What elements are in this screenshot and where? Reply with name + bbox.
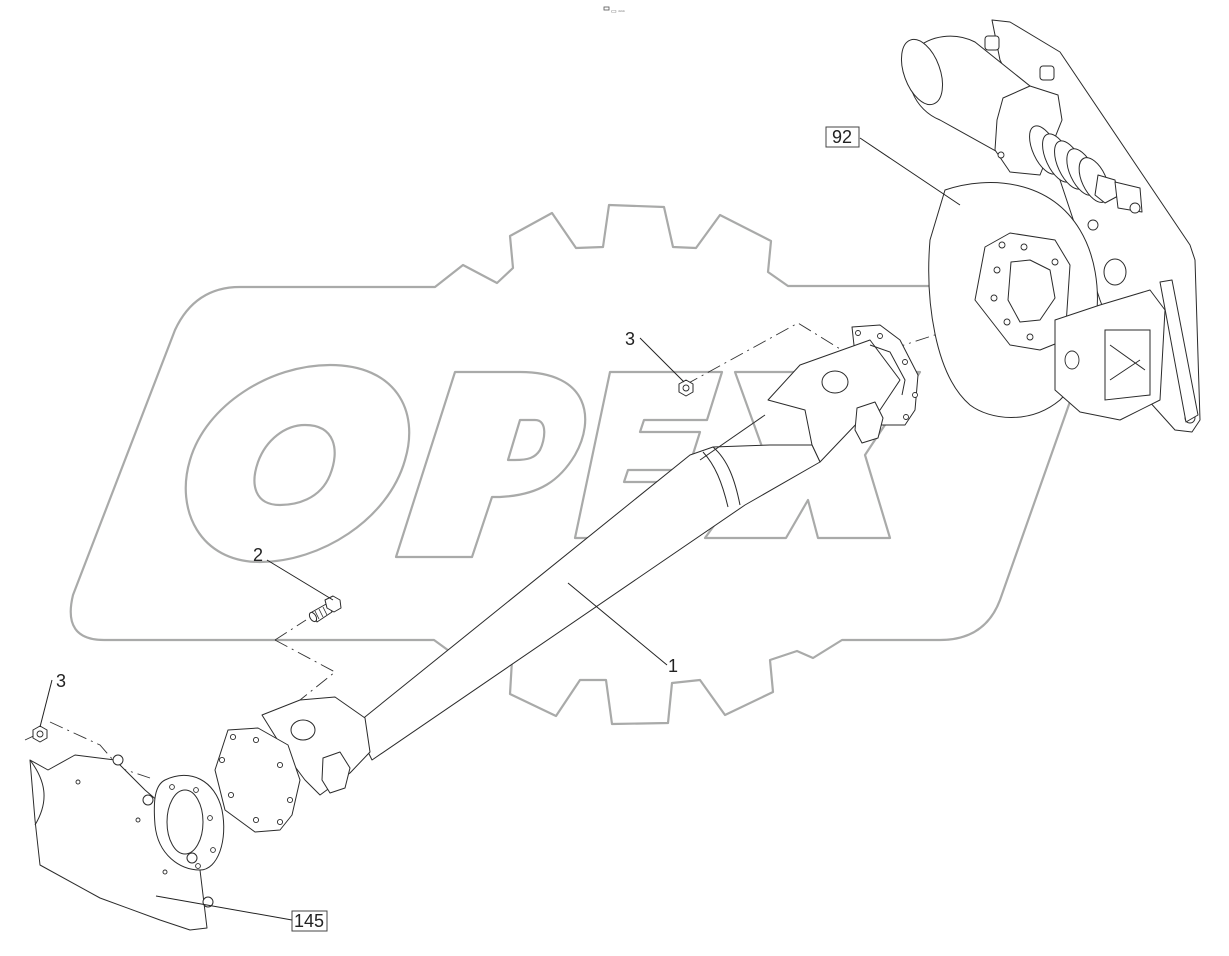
leader-3-lower	[39, 679, 53, 728]
upper-joint-cross-cap	[821, 370, 849, 394]
upper-axis-line	[684, 322, 951, 386]
flange-bolt-holes	[990, 241, 1059, 341]
leader-145	[155, 895, 293, 921]
motor-end-cap	[900, 38, 944, 106]
bolt-head	[324, 595, 342, 613]
upper-joint-yoke	[767, 339, 901, 463]
callout-3-lower: 3	[56, 671, 66, 691]
nut-lower-part-3	[32, 725, 48, 743]
leader-lines	[39, 137, 961, 921]
lower-joint-cross-cap	[290, 719, 316, 741]
lower-flange-holes	[218, 733, 294, 826]
callout-3-upper: 3	[625, 329, 635, 349]
callout-145-box	[291, 910, 328, 932]
housing-plate-holes	[75, 779, 168, 875]
shaft-sleeve-edge	[712, 446, 741, 506]
nut-upper-part-3	[678, 379, 694, 397]
lower-joint-flange	[214, 727, 301, 833]
upper-joint-hex-cap	[854, 401, 884, 444]
bolt-threads	[314, 606, 328, 620]
gearbox-hex-bore	[1007, 259, 1056, 323]
housing-cover-edge	[29, 759, 45, 826]
leader-2	[266, 559, 334, 601]
middle-axis-line	[274, 639, 336, 701]
drive-housing	[29, 754, 225, 931]
upper-joint-ring-lines	[869, 344, 906, 396]
callouts: 3 2 3 1 92 145	[56, 126, 860, 932]
gearbox-bracket	[1054, 289, 1166, 421]
gearbox-assembly	[900, 19, 1201, 433]
leader-3-upper	[639, 337, 685, 383]
bolt-part-2	[308, 595, 342, 623]
gearbox-spring-bellows	[1029, 125, 1119, 204]
nut-upper-bore	[682, 384, 690, 392]
shaft-inner-line	[699, 414, 766, 461]
bracket-hole	[1064, 350, 1080, 370]
watermark-letter-o-inner	[253, 423, 336, 507]
bracket-ribs	[1109, 344, 1146, 381]
gearbox-pivot-roller	[1103, 258, 1127, 286]
clevis-pin	[1129, 202, 1141, 214]
plate-bolts	[984, 35, 1099, 231]
callout-92-box	[825, 126, 860, 148]
page-marker: ▭ ▫▫▫	[603, 6, 625, 15]
housing-hub	[166, 789, 204, 855]
housing-disc-holes	[169, 784, 216, 869]
watermark-letter-p	[394, 370, 587, 559]
leader-1	[567, 582, 668, 666]
callout-145: 145	[291, 910, 328, 932]
nut-lower-bore	[36, 730, 44, 738]
lower-joint-hex-cap	[321, 751, 351, 794]
watermark-letter-p-inner	[506, 418, 546, 462]
lower-universal-joint	[214, 696, 371, 833]
leader-92	[859, 137, 961, 206]
callout-92: 92	[825, 126, 860, 148]
upper-universal-joint	[767, 324, 919, 463]
watermark-letter-o	[184, 363, 411, 564]
callout-2: 2	[253, 545, 263, 565]
page-marker-text: ▭ ▫▫▫	[611, 9, 625, 15]
callout-145-label: 145	[294, 911, 324, 931]
callout-92-label: 92	[832, 127, 852, 147]
callout-1: 1	[668, 656, 678, 676]
watermark-gear-outline	[69, 203, 1096, 726]
bolt-axis-line	[274, 619, 307, 641]
bolt-tip	[308, 611, 318, 623]
gearbox-link-arm	[1159, 279, 1199, 423]
bracket-window	[1104, 329, 1151, 401]
shaft-tube	[354, 444, 821, 761]
